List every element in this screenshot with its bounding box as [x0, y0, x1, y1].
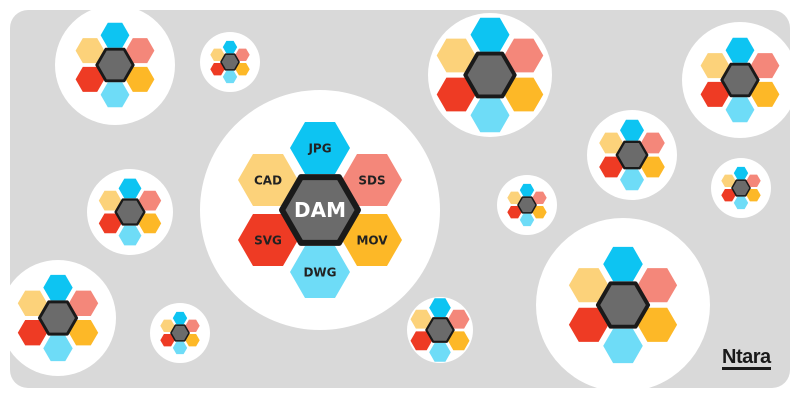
- hexagon-dwg: [290, 246, 350, 298]
- hexagon-cad: [98, 190, 122, 211]
- center-hexagon: [731, 179, 751, 197]
- hexagon-sds: [637, 268, 678, 303]
- hexagon-svg: [568, 307, 609, 342]
- format-label-cad: CAD: [254, 174, 282, 188]
- hexagon-dwg: [733, 196, 749, 210]
- hexagon-svg: [210, 63, 225, 76]
- hexagon-mov: [68, 320, 99, 346]
- hexagon-jpg: [118, 178, 142, 199]
- hexagon-sds: [640, 132, 665, 154]
- hexagon-jpg: [725, 37, 755, 63]
- format-label-svg: SVG: [254, 234, 282, 248]
- hexagon-cad: [721, 174, 736, 187]
- hexagon-svg: [160, 334, 175, 347]
- hexagon-dwg: [43, 335, 73, 362]
- hexagon-dwg: [725, 97, 755, 123]
- hexagon-jpg: [172, 311, 188, 325]
- center-hexagon: [615, 140, 649, 170]
- ntara-logo: Ntara: [722, 346, 771, 370]
- hexagon-sds: [185, 319, 200, 332]
- hexagon-jpg: [603, 246, 643, 282]
- hexagon-sds: [746, 174, 761, 187]
- center-hexagon: [595, 281, 651, 329]
- hexagon-cad: [436, 38, 476, 73]
- hexagon-svg: [599, 156, 624, 178]
- hexagon-sds: [68, 290, 99, 316]
- hexagon-cad: [410, 309, 433, 329]
- hexagon-svg: [238, 214, 298, 266]
- hexagon-jpg: [43, 274, 73, 301]
- center-hexagon: [220, 53, 240, 71]
- hexagon-cad: [238, 154, 298, 206]
- hexagon-mov: [125, 66, 155, 92]
- hexagon-mov: [138, 213, 162, 234]
- hexagon-cad: [75, 38, 105, 64]
- hexagon-jpg: [470, 17, 510, 52]
- hexagon-dwg: [429, 343, 451, 362]
- hexagon-mov: [447, 331, 470, 351]
- hexagon-sds: [138, 190, 162, 211]
- hexagon-sds: [504, 38, 544, 73]
- hexagon-cad: [700, 53, 730, 79]
- hexagon-mov: [750, 81, 780, 107]
- format-label-sds: SDS: [358, 174, 385, 188]
- hexagon-svg: [507, 206, 522, 219]
- hexagon-svg: [721, 189, 736, 202]
- hexagon-cad: [568, 268, 609, 303]
- center-hexagon: [463, 51, 517, 99]
- hexagon-sds: [342, 154, 402, 206]
- hexagon-dwg: [222, 70, 238, 84]
- hexagon-dwg: [172, 341, 188, 355]
- hexagon-mov: [746, 189, 761, 202]
- hexagon-svg: [436, 77, 476, 112]
- center-hexagon: [37, 300, 79, 336]
- hexagon-dwg: [620, 169, 644, 191]
- hexagon-svg: [98, 213, 122, 234]
- hexagon-cad: [17, 290, 48, 316]
- hexagon-svg: [17, 320, 48, 346]
- hexagon-svg: [75, 66, 105, 92]
- center-hexagon: [425, 317, 455, 343]
- hexagon-mov: [637, 307, 678, 342]
- format-label-dwg: DWG: [303, 266, 336, 280]
- hexagon-mov: [504, 77, 544, 112]
- hexagon-mov: [235, 63, 250, 76]
- hexagon-cad: [599, 132, 624, 154]
- hexagon-jpg: [620, 119, 644, 141]
- format-label-jpg: JPG: [307, 142, 331, 156]
- hexagon-cad: [507, 191, 522, 204]
- hexagon-dwg: [470, 98, 510, 133]
- hexagon-jpg: [100, 22, 130, 48]
- center-hexagon: [517, 196, 537, 214]
- hexagon-dwg: [519, 213, 535, 227]
- hexagon-svg: [410, 331, 433, 351]
- hexagon-sds: [750, 53, 780, 79]
- hexagon-sds: [447, 309, 470, 329]
- dam-label: DAM: [294, 198, 346, 222]
- hexagon-mov: [640, 156, 665, 178]
- hexagon-jpg: [733, 166, 749, 180]
- center-hexagon: [170, 324, 190, 342]
- hexagon-dwg: [100, 82, 130, 108]
- hexagon-jpg: [222, 40, 238, 54]
- hexagon-cad: [210, 48, 225, 61]
- hexagon-cad: [160, 319, 175, 332]
- hexagon-svg: [700, 81, 730, 107]
- hexagon-mov: [532, 206, 547, 219]
- hexagon-mov: [342, 214, 402, 266]
- hexagon-jpg: [519, 183, 535, 197]
- hexagon-sds: [235, 48, 250, 61]
- hexagon-jpg: [290, 122, 350, 174]
- hexagon-dwg: [118, 225, 142, 246]
- hexagon-jpg: [429, 298, 451, 317]
- hexagon-dwg: [603, 328, 643, 364]
- hexagon-sds: [532, 191, 547, 204]
- hexagon-sds: [125, 38, 155, 64]
- center-hexagon: [95, 47, 135, 83]
- center-hexagon: [114, 198, 146, 226]
- center-hexagon: [720, 62, 760, 98]
- format-label-mov: MOV: [356, 234, 388, 248]
- dam-center-hexagon: [279, 174, 361, 246]
- hexagon-mov: [185, 334, 200, 347]
